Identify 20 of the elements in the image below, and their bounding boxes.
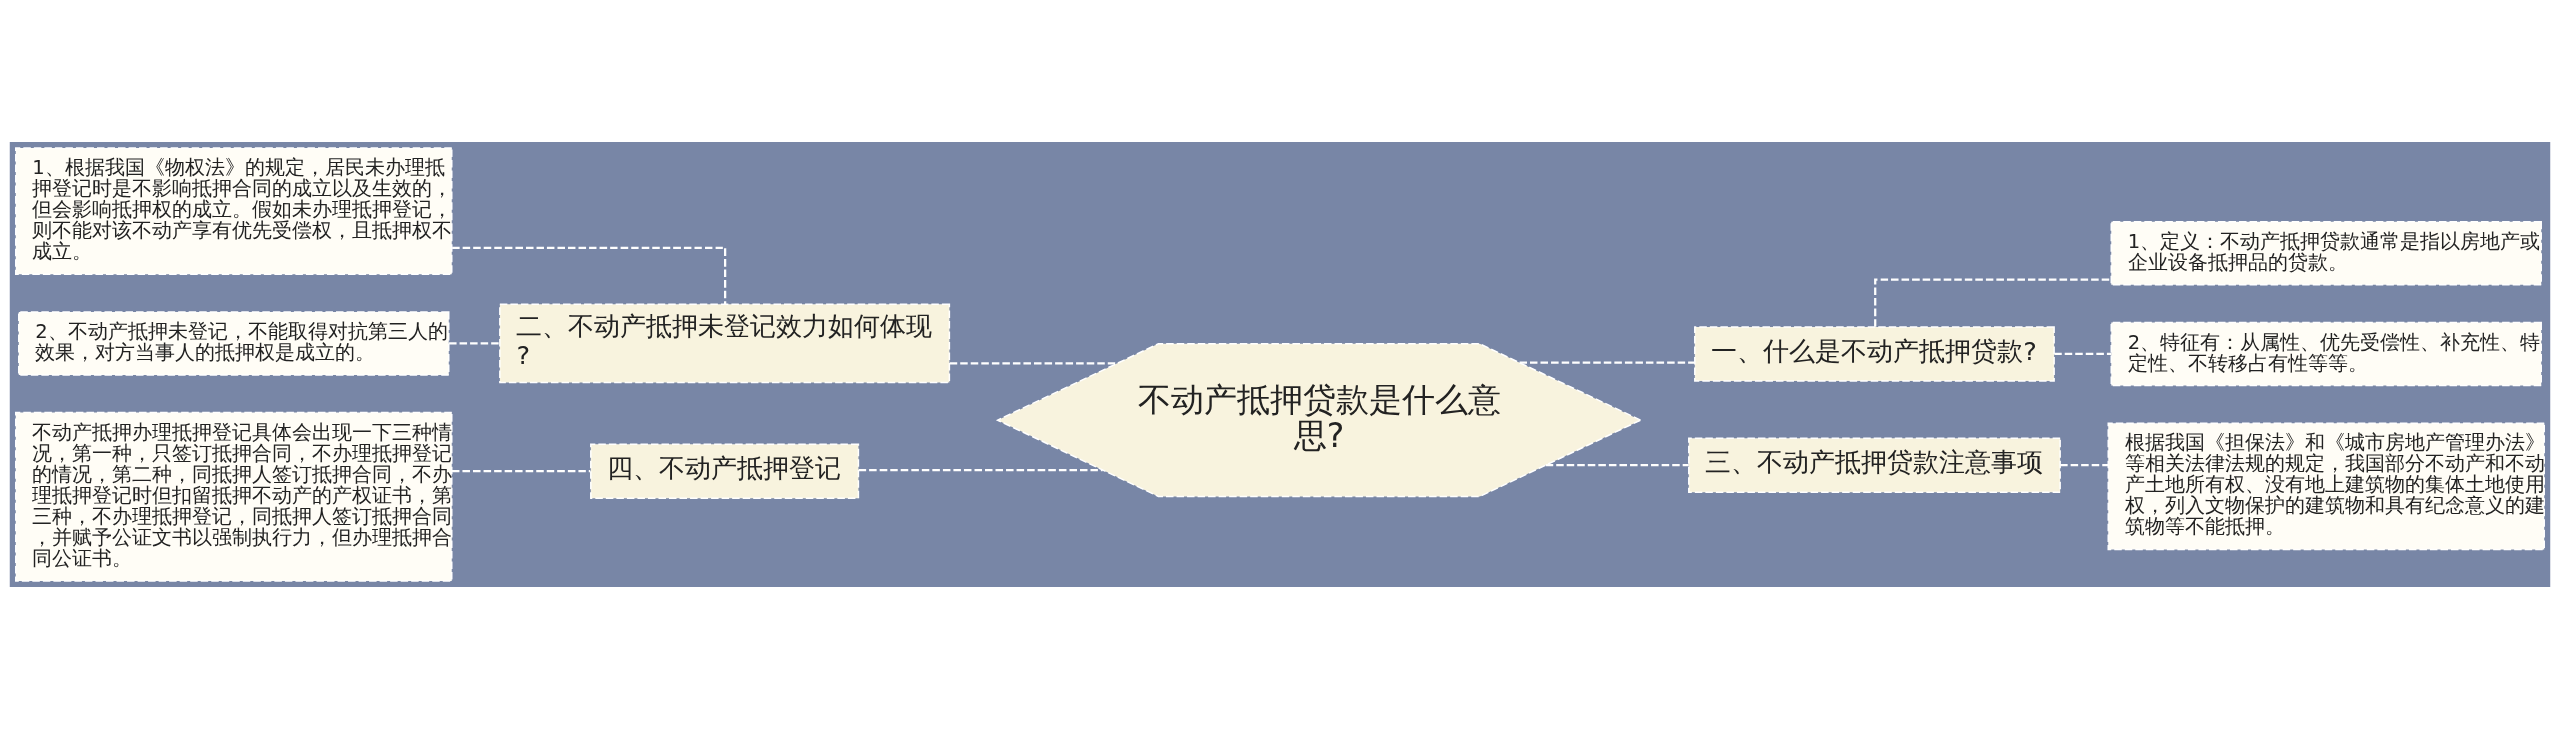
connector xyxy=(2054,352,2112,356)
connector xyxy=(449,342,500,345)
connector xyxy=(2060,464,2109,467)
connector xyxy=(1545,464,1689,467)
node-box: 一、什么是不动产抵押贷款? xyxy=(1694,326,2055,382)
connector xyxy=(1874,278,2111,327)
connector xyxy=(858,469,1103,472)
node-box: 1、定义：不动产抵押贷款通常是指以房地产或企业设备抵押品的贷款。 xyxy=(2110,220,2542,286)
node-box: 2、不动产抵押未登记，不能取得对抗第三人的效果，对方当事人的抵押权是成立的。 xyxy=(18,311,450,376)
connector xyxy=(1519,361,1695,364)
node-box: 不动产抵押办理抵押登记具体会出现一下三种情况，第一种，只签订抵押合同，不办理抵押登记的情况，第二种，同抵押人签订抵押合同，不办理抵押登记时但扣留抵押不动产的产权证书，第三种，不办理抵押登记，同抵押人签订抵押合同，并赋予公证文书以强制执行力，但办理抵押合同公证书。 xyxy=(15,411,453,582)
node-box: 二、不动产抵押未登记效力如何体现? xyxy=(499,303,951,384)
connector xyxy=(451,470,591,473)
node-box: 根据我国《担保法》和《城市房地产管理办法》等相关法律法规的规定，我国部分不动产和不动产土地所有权、没有地上建筑物的集体土地使用权，列入文物保护的建筑物和具有纪念意义的建筑物等不能抵押。 xyxy=(2107,422,2545,551)
node-box: 2、特征有：从属性、优先受偿性、补充性、特定性、不转移占有性等等。 xyxy=(2110,321,2542,387)
node-box: 四、不动产抵押登记 xyxy=(590,443,860,500)
node-box: 三、不动产抵押贷款注意事项 xyxy=(1688,437,2061,494)
connector xyxy=(949,362,1118,365)
connector xyxy=(452,246,727,305)
node-box: 1、根据我国《物权法》的规定，居民未办理抵押登记时是不影响抵押合同的成立以及生效的，但会影响抵押权的成立。假如未办理抵押登记，则不能对该不动产享有优先受偿权，且抵押权不成立。 xyxy=(15,147,453,276)
